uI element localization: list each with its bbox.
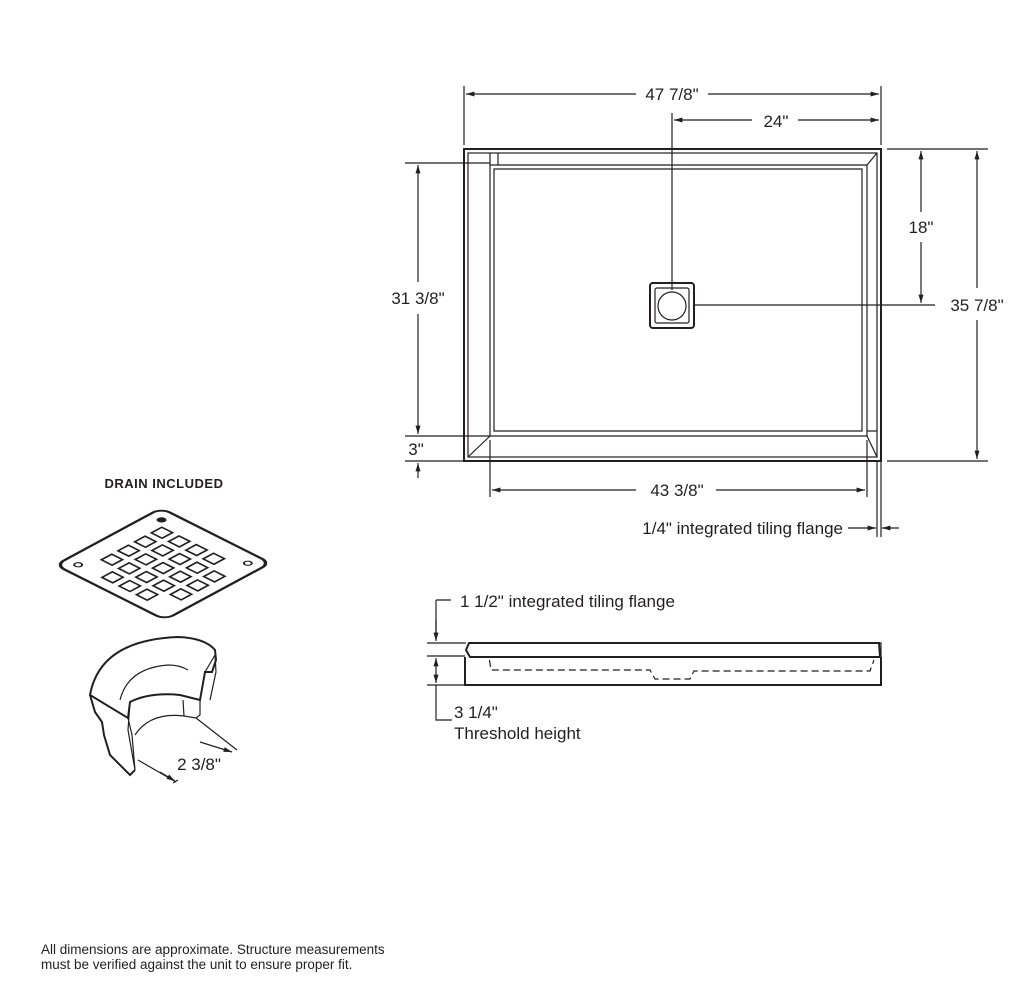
threshold-label: Threshold height [454,724,581,743]
side-view: 1 1/2" integrated tiling flange 3 1/4" T… [427,592,882,743]
dim-label-overall-depth: 35 7/8" [950,296,1003,315]
dimension-drain-y: 18" [694,148,935,306]
drain-diameter-label: 2 3/8" [177,755,221,774]
dimension-drain-x: 24" [671,112,879,290]
disclaimer: All dimensions are approximate. Structur… [41,942,385,972]
drain-illustration: DRAIN INCLUDED 2 3/8" [58,476,268,784]
dim-label-drain-y: 18" [909,218,934,237]
dimension-inner-width: 43 3/8" [489,440,868,500]
dim-label-tiling-flange: 1/4" integrated tiling flange [642,519,843,538]
dim-label-overall-width: 47 7/8" [645,85,698,104]
drain-body: 2 3/8" [88,635,238,784]
dim-label-drain-x: 24" [764,112,789,131]
dimension-overall-width: 47 7/8" [463,85,882,145]
dim-label-inner-depth: 31 3/8" [391,289,444,308]
drain-title: DRAIN INCLUDED [105,476,224,491]
plan-view: 47 7/8" 24" 18" 35 7/8" 31 3/8" 3" [391,85,1003,538]
disclaimer-line-2: must be verified against the unit to ens… [41,957,353,972]
drain-grate [58,509,268,619]
dimension-tiling-flange: 1/4" integrated tiling flange [642,461,899,538]
disclaimer-line-1: All dimensions are approximate. Structur… [41,942,385,957]
side-flange-label: 1 1/2" integrated tiling flange [460,592,675,611]
dimension-overall-depth: 35 7/8" [887,148,1004,462]
dim-label-inner-width: 43 3/8" [650,481,703,500]
dim-label-threshold-depth: 3" [408,440,424,459]
dimension-inner-depth: 31 3/8" 3" [391,162,490,478]
threshold-value: 3 1/4" [454,703,498,722]
inner-basin [489,164,868,437]
